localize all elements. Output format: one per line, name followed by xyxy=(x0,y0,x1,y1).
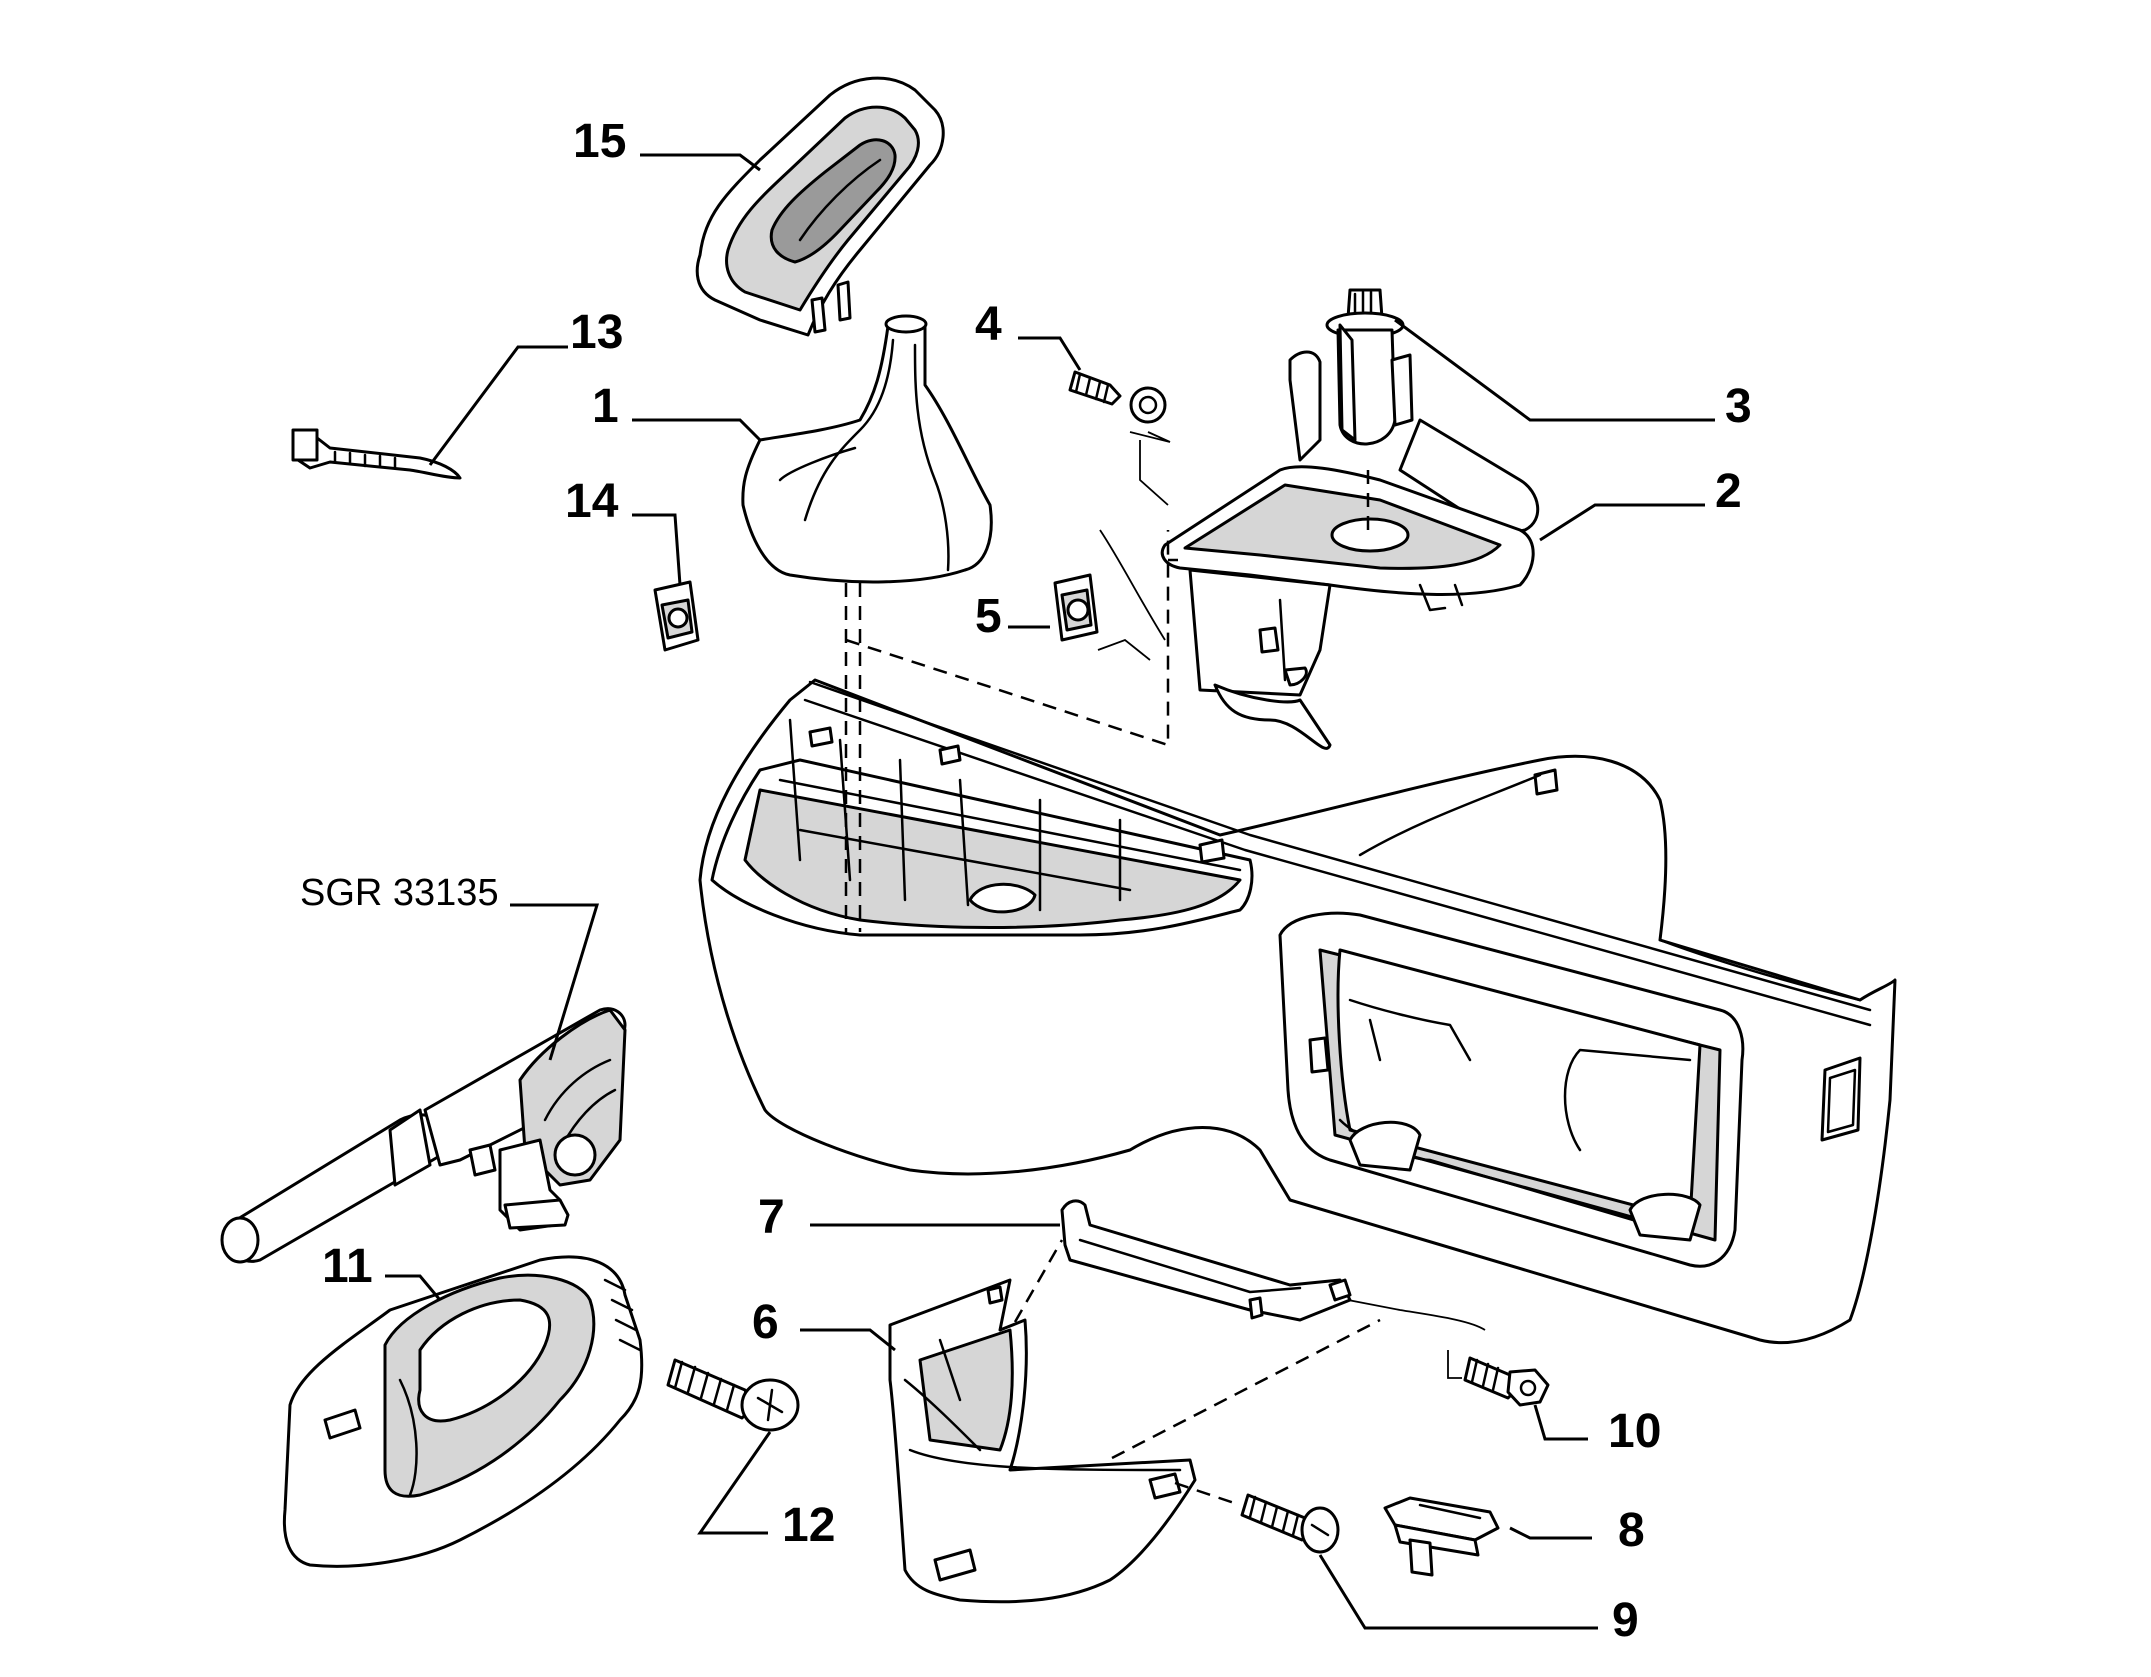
part-11-handbrake-trim xyxy=(282,1255,644,1568)
part-2-housing xyxy=(1160,350,1540,750)
drawing-reference: SGR 33135 xyxy=(300,872,499,914)
part-4-screw xyxy=(1068,370,1167,424)
part-14-clip xyxy=(653,580,700,652)
callout-13: 13 xyxy=(570,306,623,359)
part-9-screw xyxy=(1240,1493,1340,1554)
part-7-bracket xyxy=(1060,1199,1352,1322)
callout-12: 12 xyxy=(782,1499,835,1552)
assembly-lines xyxy=(844,431,1486,1507)
callout-3: 3 xyxy=(1725,380,1752,433)
callout-2: 2 xyxy=(1715,465,1742,518)
part-5-clip xyxy=(1053,573,1099,642)
callout-9: 9 xyxy=(1612,1594,1639,1647)
part-8-switch xyxy=(1383,1496,1500,1577)
callout-14: 14 xyxy=(565,475,619,528)
callout-11: 11 xyxy=(322,1240,373,1293)
part-3-lighter xyxy=(1325,288,1414,446)
callout-6: 6 xyxy=(752,1296,779,1349)
callout-5: 5 xyxy=(975,590,1002,643)
part-1-gear-boot xyxy=(741,314,993,584)
centre-console xyxy=(698,678,1897,1345)
callout-10: 10 xyxy=(1608,1405,1661,1458)
callout-8: 8 xyxy=(1618,1504,1645,1557)
part-13-cable-tie xyxy=(291,428,462,480)
part-10-screw xyxy=(1463,1356,1550,1407)
leader-lines xyxy=(385,153,1715,1630)
part-12-screw xyxy=(666,1358,800,1432)
callout-7: 7 xyxy=(758,1191,785,1244)
callout-15: 15 xyxy=(573,115,626,168)
part-15-trim-cover xyxy=(695,76,945,337)
handbrake-lever xyxy=(220,1007,627,1264)
callout-4: 4 xyxy=(975,298,1002,351)
callout-1: 1 xyxy=(592,380,619,433)
part-6-lower-cover xyxy=(888,1278,1197,1604)
